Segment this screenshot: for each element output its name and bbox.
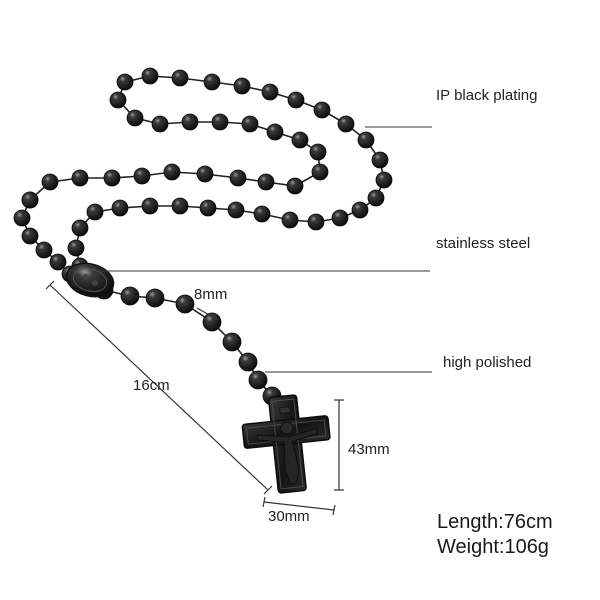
bead xyxy=(171,197,189,215)
bead xyxy=(311,163,329,181)
bead xyxy=(286,177,304,195)
bead xyxy=(199,199,217,217)
bead xyxy=(35,241,53,259)
bead xyxy=(175,294,195,314)
bead xyxy=(71,169,89,187)
bead xyxy=(367,189,385,207)
bead xyxy=(116,73,134,91)
bead xyxy=(141,67,159,85)
bead xyxy=(21,227,39,245)
bead xyxy=(211,113,229,131)
bead xyxy=(233,77,251,95)
bead xyxy=(181,113,199,131)
spec-weight: Weight:106g xyxy=(437,536,549,558)
rosary-chain xyxy=(21,75,385,397)
bead xyxy=(151,115,169,133)
bead xyxy=(253,205,271,223)
bead xyxy=(141,197,159,215)
bead xyxy=(261,83,279,101)
bead xyxy=(357,131,375,149)
bead xyxy=(21,191,39,209)
bead xyxy=(331,209,349,227)
dimension-bead-size: 8mm xyxy=(194,286,228,303)
bead xyxy=(351,201,369,219)
bead xyxy=(313,101,331,119)
bead xyxy=(248,370,268,390)
dimension-drop-length: 16cm xyxy=(133,377,170,394)
bead xyxy=(307,213,325,231)
bead xyxy=(229,169,247,187)
bead xyxy=(120,286,140,306)
bead xyxy=(371,151,389,169)
bead xyxy=(171,69,189,87)
bead xyxy=(145,288,165,308)
callout-stainless-steel: stainless steel xyxy=(436,235,531,252)
bead xyxy=(49,253,67,271)
bead xyxy=(337,115,355,133)
bead xyxy=(375,171,393,189)
bead xyxy=(103,169,121,187)
bead xyxy=(202,312,222,332)
dimension-lines xyxy=(45,280,344,516)
bead xyxy=(86,203,104,221)
bead xyxy=(281,211,299,229)
bead xyxy=(13,209,31,227)
bead xyxy=(227,201,245,219)
bead xyxy=(41,173,59,191)
centerpiece-medal xyxy=(65,262,115,298)
bead xyxy=(287,91,305,109)
bead xyxy=(266,123,284,141)
bead xyxy=(291,131,309,149)
bead xyxy=(67,239,85,257)
bead xyxy=(241,115,259,133)
bead xyxy=(126,109,144,127)
bead xyxy=(163,163,181,181)
bead xyxy=(309,143,327,161)
dimension-cross-width: 30mm xyxy=(268,508,310,525)
bead xyxy=(257,173,275,191)
bead xyxy=(109,91,127,109)
bead xyxy=(133,167,151,185)
bead xyxy=(203,73,221,91)
bead xyxy=(196,165,214,183)
crucifix-pendant xyxy=(241,394,331,494)
callout-high-polished: high polished xyxy=(443,354,532,371)
callout-lines xyxy=(100,126,432,373)
dimension-cross-height: 43mm xyxy=(348,441,390,458)
bead xyxy=(238,352,258,372)
bead xyxy=(111,199,129,217)
spec-length: Length:76cm xyxy=(437,511,553,533)
bead xyxy=(71,219,89,237)
bead xyxy=(222,332,242,352)
callout-ip-black-plating: IP black plating xyxy=(436,87,538,104)
